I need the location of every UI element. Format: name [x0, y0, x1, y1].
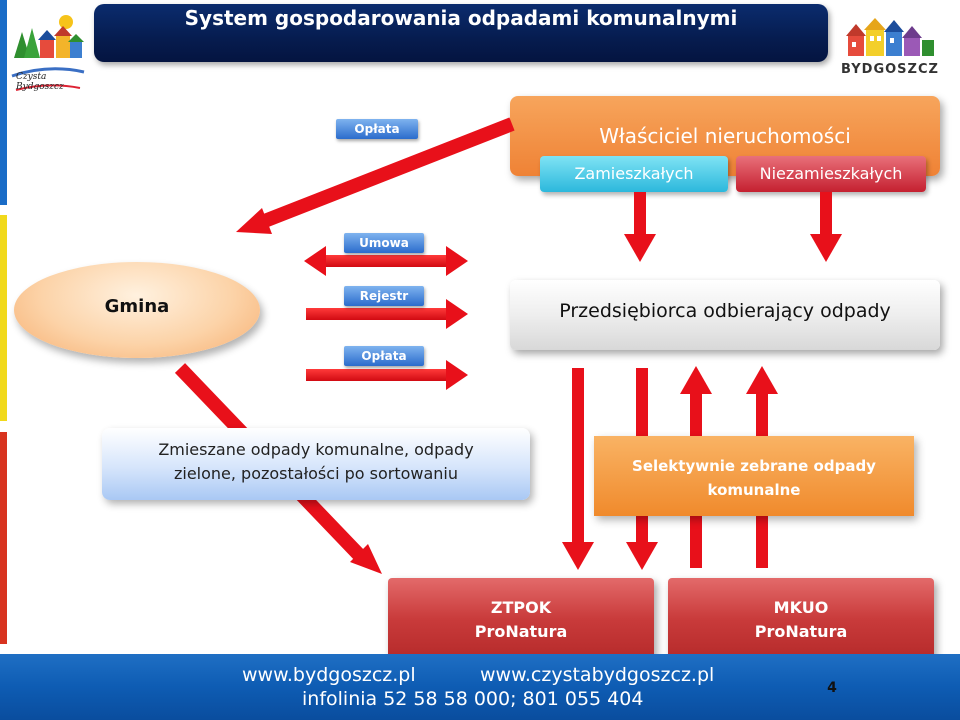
footer-hotline: infolinia 52 58 58 000; 801 055 404: [302, 688, 644, 710]
footer-bar: [0, 654, 960, 720]
mkuo-name: MKUO: [773, 598, 829, 617]
mixed-waste-label: Zmieszane odpady komunalne, odpady zielo…: [112, 438, 520, 486]
ztpok-label: ZTPOK ProNatura: [388, 596, 654, 644]
tag-contract: Umowa: [344, 233, 424, 253]
ztpok-name: ZTPOK: [490, 598, 552, 617]
company-box: [510, 280, 940, 350]
selective-waste-box: [594, 436, 914, 516]
mixed-waste-box: [102, 428, 530, 500]
company-label: Przedsiębiorca odbierający odpady: [559, 300, 891, 322]
mkuo-operator: ProNatura: [754, 622, 848, 641]
right-logo-text: BYDGOSZCZ: [841, 62, 939, 77]
ztpok-box: [388, 578, 654, 660]
uninhabited-box: Niezamieszkałych: [736, 156, 926, 192]
gmina-ellipse: [14, 262, 260, 358]
tag-fee: Opłata: [344, 346, 424, 366]
inhabited-box: Zamieszkałych: [540, 156, 728, 192]
arrow-contract: [304, 246, 468, 276]
mkuo-label: MKUO ProNatura: [668, 596, 934, 644]
footer-url-1[interactable]: www.bydgoszcz.pl: [242, 664, 416, 686]
selective-waste-line1: Selektywnie zebrane odpady: [632, 457, 876, 475]
mixed-waste-line2: zielone, pozostałości po sortowaniu: [173, 464, 459, 483]
mkuo-box: [668, 578, 934, 660]
left-stripe-red: [0, 432, 7, 644]
arrow-inhabited-down: [624, 192, 656, 262]
arrow-registry: [306, 299, 468, 329]
left-stripe-blue: [0, 0, 7, 205]
left-logo-text: Czysta Bydgoszcz: [16, 72, 64, 92]
mixed-waste-line1: Zmieszane odpady komunalne, odpady: [158, 440, 474, 459]
title-bar: [94, 4, 828, 62]
page-title: System gospodarowania odpadami komunalny…: [184, 6, 738, 30]
left-stripe-yellow: [0, 215, 7, 421]
ztpok-operator: ProNatura: [474, 622, 568, 641]
selective-waste-line2: komunalne: [707, 481, 801, 499]
bydgoszcz-logo: BYDGOSZCZ: [834, 14, 944, 84]
tag-registry: Rejestr: [344, 286, 424, 306]
arrow-uninhabited-down: [810, 192, 842, 262]
gmina-label: Gmina: [104, 296, 170, 317]
footer-url-2[interactable]: www.czystabydgoszcz.pl: [480, 664, 715, 686]
tag-fee-top: Opłata: [336, 119, 418, 139]
czysta-bydgoszcz-logo: Czysta Bydgoszcz: [8, 8, 88, 94]
page-number: 4: [827, 680, 837, 696]
arrow-fee: [306, 360, 468, 390]
owner-label: Właściciel nieruchomości: [599, 124, 851, 148]
arrow-company-down-1: [562, 368, 594, 570]
selective-waste-label: Selektywnie zebrane odpady komunalne: [600, 454, 908, 502]
arrow-owner-to-gmina: [236, 117, 515, 234]
